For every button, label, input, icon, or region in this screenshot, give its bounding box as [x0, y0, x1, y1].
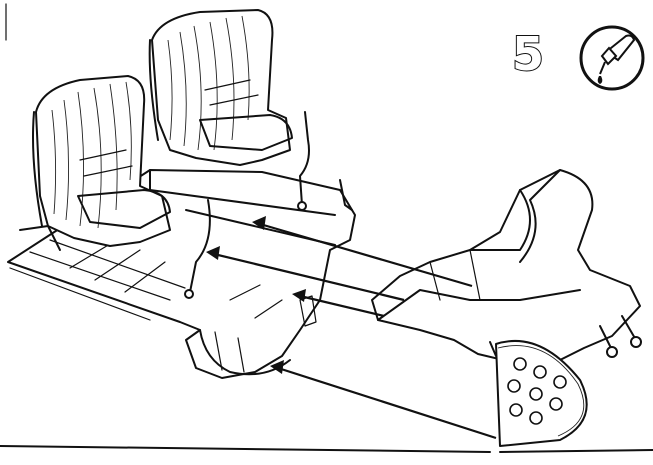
front-seat	[19, 75, 171, 251]
assembly-arrows	[206, 216, 497, 440]
step-number-group: 5	[511, 26, 545, 82]
step-number: 5	[512, 27, 544, 81]
arrow-4	[270, 360, 497, 440]
rear-bulkhead-part	[371, 169, 642, 447]
bottom-rule-right	[499, 449, 653, 453]
arrow-3	[292, 289, 385, 318]
glue-tube-icon	[579, 25, 645, 91]
rear-seat	[148, 9, 293, 166]
arrow-1	[252, 216, 473, 288]
bottom-rule	[0, 445, 491, 453]
arrow-2	[206, 246, 405, 302]
